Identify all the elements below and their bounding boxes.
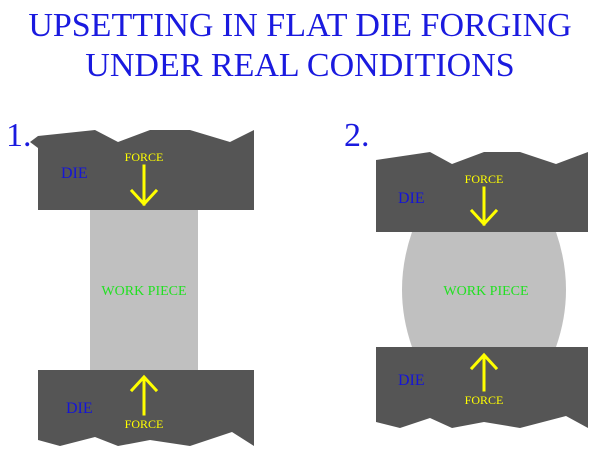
- panel-2-bottom-force-arrow-icon: [469, 352, 499, 392]
- panel-2-workpiece-label: WORK PIECE: [443, 284, 528, 299]
- title-line-1: UPSETTING IN FLAT DIE FORGING: [28, 7, 572, 44]
- panel-1-workpiece: [90, 210, 198, 370]
- panel-2-top-force-label: FORCE: [465, 172, 504, 186]
- panel-2-bottom-die: [376, 347, 588, 428]
- panel-2: 2. DIE FORCE WORK PIECE DIE FORCE: [344, 117, 588, 428]
- panel-2-bottom-force-label: FORCE: [465, 393, 504, 407]
- panel-1-bottom-force-arrow-icon: [129, 374, 159, 416]
- panel-1-top-force-label: FORCE: [125, 150, 164, 164]
- panel-1-top-die-label: DIE: [61, 165, 88, 182]
- title-line-2: UNDER REAL CONDITIONS: [85, 47, 515, 84]
- panel-1-bottom-die-label: DIE: [66, 400, 93, 417]
- panel-1-top-die: [30, 130, 254, 210]
- panel-1-workpiece-label: WORK PIECE: [101, 284, 186, 299]
- panel-2-top-die: [376, 152, 588, 232]
- panel-1-top-force-arrow-icon: [129, 164, 159, 207]
- panel-2-top-force-arrow-icon: [469, 186, 499, 227]
- panel-1-bottom-die: [38, 370, 254, 446]
- panel-2-workpiece: [402, 232, 566, 347]
- panel-2-top-die-label: DIE: [398, 190, 425, 207]
- panel-1-bottom-force-label: FORCE: [125, 417, 164, 431]
- panel-2-number: 2.: [344, 117, 370, 154]
- panel-1: 1. DIE FORCE WORK PIECE DIE FORCE: [6, 117, 254, 446]
- panel-2-bottom-die-label: DIE: [398, 372, 425, 389]
- page-title: UPSETTING IN FLAT DIE FORGING UNDER REAL…: [0, 6, 600, 86]
- panel-1-number: 1.: [6, 117, 32, 154]
